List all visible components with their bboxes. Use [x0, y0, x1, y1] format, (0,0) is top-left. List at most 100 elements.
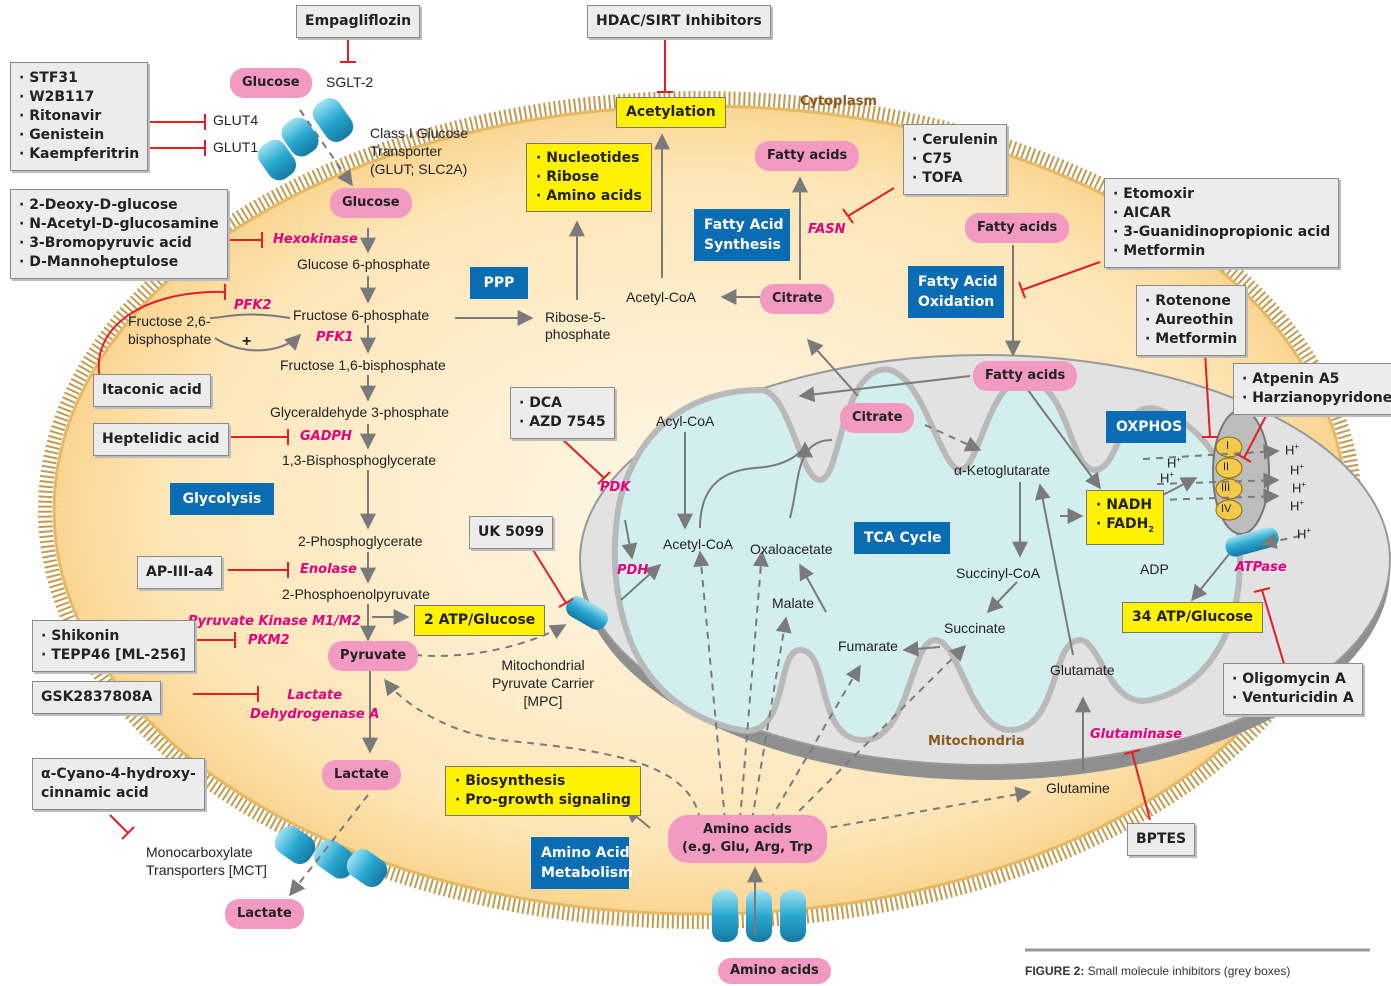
- lactate-intracellular: Lactate: [322, 760, 401, 790]
- pkm2-enzyme: PKM2: [248, 633, 290, 648]
- glut4-label: GLUT4: [213, 112, 259, 128]
- oxphos-label: OXPHOS: [1106, 411, 1186, 443]
- 2-phosphoglycerate: 2-Phosphoglycerate: [298, 533, 423, 549]
- complex-iv-shape: [1215, 499, 1243, 521]
- mitochondria-label: Mitochondria: [928, 734, 1025, 749]
- citrate-cytoplasm: Citrate: [760, 284, 835, 314]
- glut1-label: GLUT1: [213, 139, 259, 155]
- proton-1: H+: [1167, 455, 1182, 471]
- pdk-inhibitors-box: · DCA· AZD 7545: [510, 387, 615, 439]
- pfk2-enzyme: PFK2: [234, 298, 272, 313]
- fructose-26-bisphosphate-l1: Fructose 2,6-: [128, 313, 211, 329]
- fatty-acids-mitochondria: Fatty acids: [973, 361, 1078, 391]
- empagliflozin-box: Empagliflozin: [296, 5, 421, 38]
- ribose-5-phosphate-l2: phosphate: [545, 326, 611, 342]
- pyruvate-node: Pyruvate: [328, 641, 419, 671]
- cytoplasm-label: Cytoplasm: [800, 94, 877, 109]
- sglt2-label: SGLT-2: [326, 74, 374, 90]
- glycolysis-atp-box: 2 ATP/Glucose: [414, 605, 546, 636]
- pdh-enzyme: PDH: [617, 563, 649, 578]
- fao-inhibitors-box: · Etomoxir· AICAR· 3-Guanidinopropionic …: [1104, 178, 1340, 268]
- fasn-inhibitors-box: · Cerulenin· C75· TOFA: [903, 124, 1007, 195]
- fumarate: Fumarate: [838, 638, 898, 654]
- complex-i-shape: [1215, 436, 1243, 458]
- ppp-products-box: · Nucleotides· Ribose· Amino acids: [526, 143, 652, 212]
- proton-5: H+: [1292, 480, 1307, 496]
- figure-caption: FIGURE 2: Small molecule inhibitors (gre…: [1025, 964, 1291, 978]
- 2-phosphoenolpyruvate: 2-Phosphoenolpyruvate: [282, 586, 430, 602]
- pfk1-enzyme: PFK1: [316, 330, 354, 345]
- mitochondrion-inner: [611, 366, 1244, 744]
- glut-inhibitors-box: · STF31· W2B117· Ritonavir· Genistein· K…: [10, 62, 149, 171]
- oxphos-atp-box: 34 ATP/Glucose: [1122, 602, 1264, 633]
- mpc-inhibitor-box: UK 5099: [469, 516, 554, 549]
- glutamate: Glutamate: [1050, 662, 1115, 678]
- fatty-acids-synthesized: Fatty acids: [755, 141, 860, 171]
- bptes-box: BPTES: [1127, 823, 1196, 856]
- amino-acids-extracellular: Amino acids: [718, 958, 831, 984]
- acetylation-box: Acetylation: [616, 97, 726, 128]
- alpha-ketoglutarate: α-Ketoglutarate: [954, 462, 1051, 478]
- fatty-acids-cytoplasm: Fatty acids: [965, 213, 1070, 243]
- glyceraldehyde-3-phosphate: Glyceraldehyde 3-phosphate: [270, 404, 450, 420]
- proton-7: H+: [1297, 526, 1312, 542]
- heptelidic-acid-box: Heptelidic acid: [93, 423, 229, 456]
- complex-iii-shape: [1215, 478, 1243, 500]
- mpc-transporter-shape: [566, 596, 608, 630]
- tca-cycle-label: TCA Cycle: [854, 522, 950, 554]
- itaconic-acid-box: Itaconic acid: [93, 374, 211, 407]
- glycolysis-label: Glycolysis: [170, 483, 274, 515]
- adp: ADP: [1140, 561, 1169, 577]
- glucose-extracellular: Glucose: [230, 68, 312, 98]
- acyl-coa: Acyl-CoA: [656, 413, 715, 429]
- atpase-enzyme: ATPase: [1235, 560, 1287, 575]
- complex-iv-label: IV: [1221, 503, 1232, 515]
- ldh-inhibitor-box: GSK2837808A: [32, 681, 162, 714]
- mct-transporter-shape: [274, 825, 388, 888]
- atpase-inhibitors-box: · Oligomycin A· Venturicidin A: [1223, 663, 1363, 715]
- plus-sign: +: [242, 333, 252, 350]
- glutaminase-enzyme: Glutaminase: [1090, 727, 1182, 742]
- enolase-enzyme: Enolase: [300, 562, 357, 577]
- pyruvate-kinase-enzyme: Pyruvate Kinase M1/M2: [188, 614, 361, 629]
- proton-6: H+: [1290, 498, 1305, 514]
- amino-acid-transporter-shape: [712, 890, 806, 942]
- fasn-enzyme: FASN: [808, 222, 846, 237]
- complex-ii-label: II: [1223, 461, 1230, 473]
- glutamine: Glutamine: [1046, 780, 1110, 796]
- pkm2-inhibitors-box: · Shikonin· TEPP46 [ML-256]: [32, 620, 195, 672]
- biosynthesis-box: · Biosynthesis· Pro-growth signaling: [445, 766, 641, 816]
- proton-2: H+: [1160, 470, 1175, 486]
- fructose-26-bisphosphate-l2: bisphosphate: [128, 331, 212, 347]
- pdk-enzyme: PDK: [600, 480, 631, 495]
- complex-ii-inhibitors-box: · Atpenin A5· Harzianopyridone: [1233, 363, 1391, 415]
- ppp-label: PPP: [470, 267, 528, 299]
- proton-4: H+: [1290, 462, 1305, 478]
- lactate-extracellular: Lactate: [225, 899, 304, 929]
- complex-i-inhibitors-box: · Rotenone· Aureothin· Metformin: [1136, 285, 1247, 356]
- glucose-intracellular: Glucose: [330, 188, 412, 218]
- gadph-enzyme: GADPH: [300, 429, 352, 444]
- complex-ii-shape: [1215, 457, 1243, 479]
- mct-inhibitor-box: α-Cyano-4-hydroxy-cinnamic acid: [32, 758, 205, 810]
- ap-iii-a4-box: AP-III-a4: [137, 556, 223, 589]
- 13-bisphosphoglycerate: 1,3-Bisphosphoglycerate: [282, 452, 437, 468]
- complex-i-label: I: [1226, 440, 1230, 452]
- hexokinase-enzyme: Hexokinase: [273, 232, 358, 247]
- oxaloacetate: Oxaloacetate: [750, 541, 833, 557]
- fructose-16-bisphosphate: Fructose 1,6-bisphosphate: [280, 357, 446, 373]
- malate: Malate: [772, 595, 815, 611]
- acetyl-coa-mitochondria: Acetyl-CoA: [663, 536, 734, 552]
- proton-3: H+: [1285, 442, 1300, 458]
- fructose-6-phosphate: Fructose 6-phosphate: [293, 307, 430, 323]
- nadh-fadh2-box: · NADH· FADH2: [1086, 490, 1164, 545]
- hexokinase-inhibitors-box: · 2-Deoxy-D-glucose· N-Acetyl-D-glucosam…: [10, 189, 228, 279]
